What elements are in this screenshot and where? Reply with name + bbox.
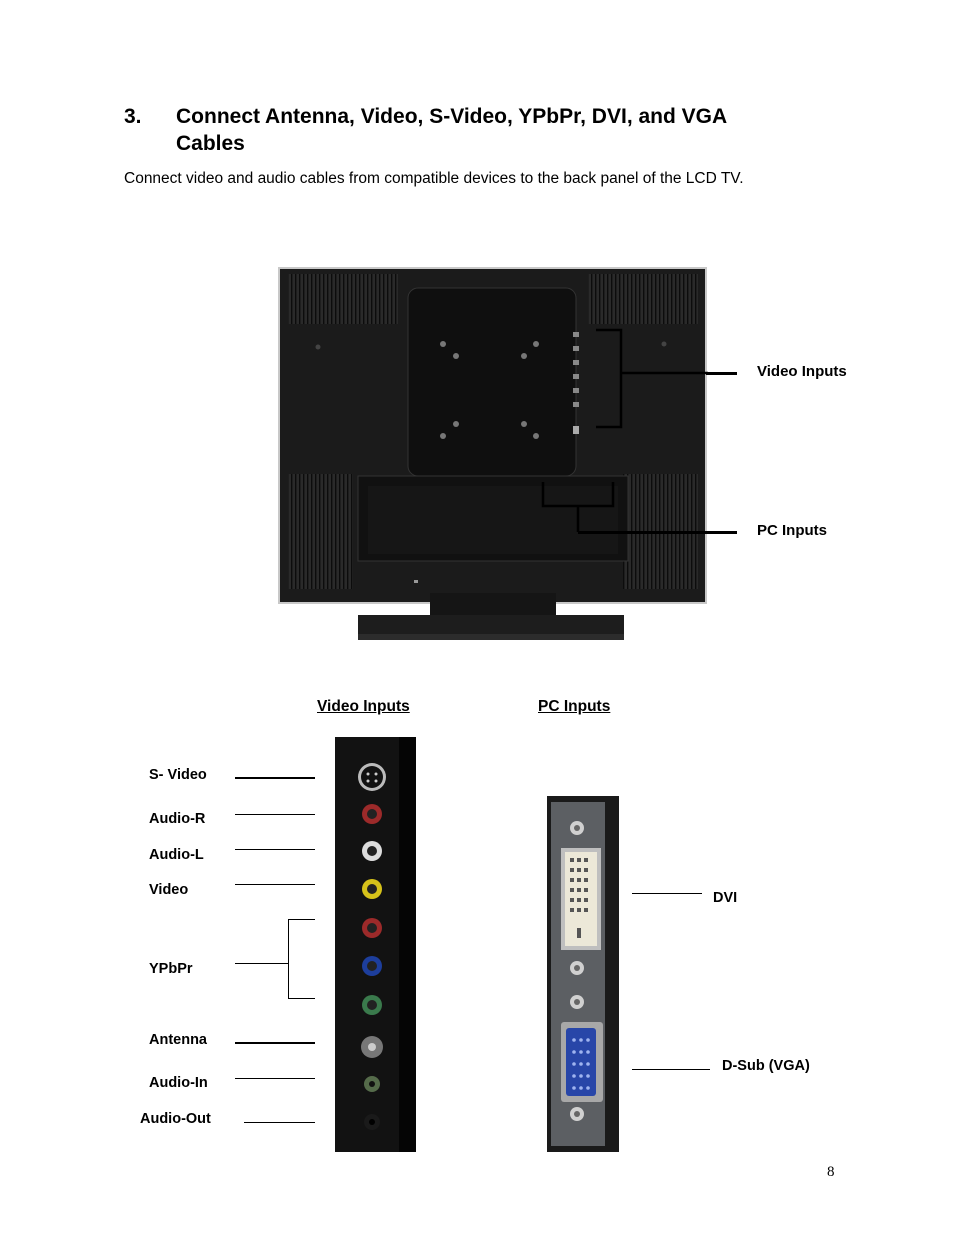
- section-title-line2: Cables: [176, 132, 245, 155]
- label-s-video: S- Video: [149, 767, 207, 783]
- section-number: 3.: [124, 105, 142, 128]
- label-audio-r: Audio-R: [149, 811, 206, 827]
- pc-input-panel-image: [547, 796, 619, 1152]
- label-audio-out: Audio-Out: [140, 1111, 211, 1127]
- label-audio-in: Audio-In: [149, 1075, 208, 1091]
- tv-back-image: [278, 267, 708, 640]
- label-ypbpr: YPbPr: [149, 961, 193, 977]
- label-video: Video: [149, 882, 189, 898]
- pc-inputs-callout: PC Inputs: [757, 522, 827, 539]
- video-input-panel-image: [335, 737, 416, 1152]
- pc-inputs-heading: PC Inputs: [538, 698, 611, 715]
- label-dvi: DVI: [713, 890, 738, 906]
- section-title-line1: Connect Antenna, Video, S-Video, YPbPr, …: [176, 105, 728, 128]
- video-inputs-callout: Video Inputs: [757, 363, 847, 380]
- label-dsub-vga: D-Sub (VGA): [722, 1058, 810, 1074]
- page-number: 8: [827, 1164, 835, 1180]
- label-audio-l: Audio-L: [149, 847, 204, 863]
- intro-paragraph: Connect video and audio cables from comp…: [124, 170, 744, 187]
- label-antenna: Antenna: [149, 1032, 207, 1048]
- video-inputs-heading: Video Inputs: [317, 698, 410, 715]
